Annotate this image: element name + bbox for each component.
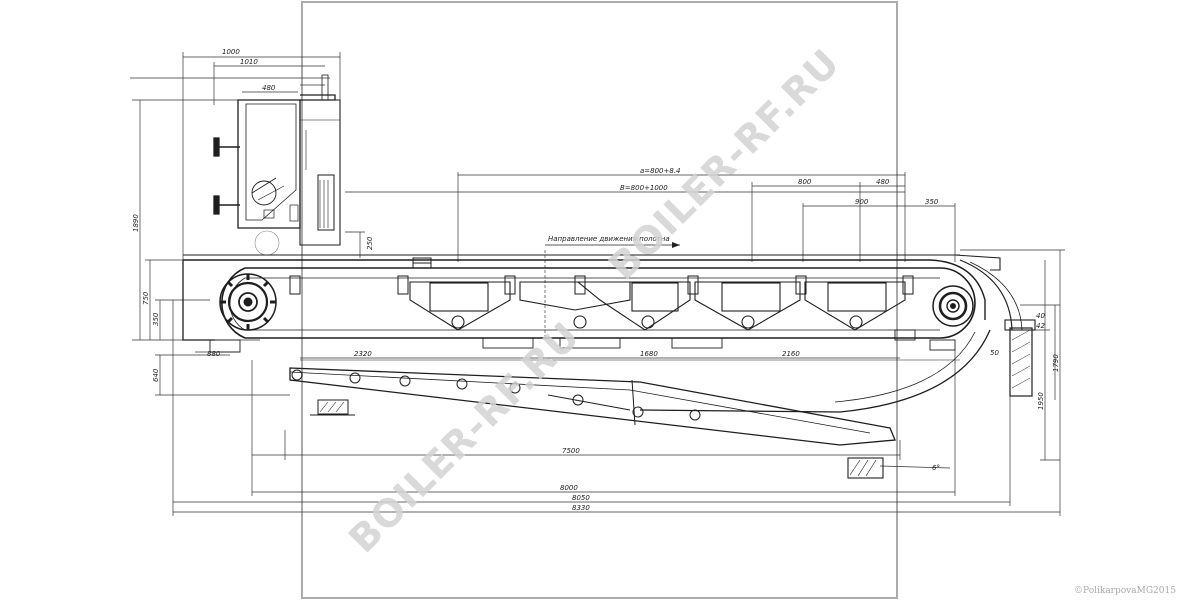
feed-hopper xyxy=(213,74,341,256)
dim-b800: B=800+1000 xyxy=(620,184,668,192)
dim-250: 250 xyxy=(366,236,374,250)
drive-sprocket xyxy=(219,273,277,331)
bottom-dimension-lines xyxy=(172,250,1061,516)
dim-900: 900 xyxy=(855,198,869,206)
dim-8330: 8330 xyxy=(572,504,590,512)
watermark-lower: BOILER-RF.RU xyxy=(340,313,588,561)
dim-1950: 1950 xyxy=(1037,392,1045,410)
lower-blocks xyxy=(209,250,956,353)
dim-42: 42 xyxy=(1036,322,1045,330)
watermarks: BOILER-RF.RU BOILER-RF.RU xyxy=(340,40,848,561)
right-dimension-lines xyxy=(960,249,1065,461)
dim-6deg: 6° xyxy=(932,464,940,472)
chain-links xyxy=(289,257,914,295)
direction-label: Направление движения полотна xyxy=(548,235,670,243)
watermark-upper: BOILER-RF.RU xyxy=(600,40,848,288)
copyright-text: ©PolikarpovaMG2015 xyxy=(1074,586,1176,596)
dim-800: 800 xyxy=(798,178,812,186)
ash-conveyor xyxy=(289,367,896,479)
dim-1010: 1010 xyxy=(240,58,258,66)
dim-1790: 1790 xyxy=(1052,354,1060,372)
dim-40: 40 xyxy=(1036,312,1045,320)
dim-2320: 2320 xyxy=(354,350,372,358)
crop-frame xyxy=(301,1,898,599)
dim-2160: 2160 xyxy=(782,350,800,358)
dim-350-left: 350 xyxy=(152,312,160,326)
dimension-labels: 1000 1010 480 a=800+8.4 B=800+1000 800 4… xyxy=(132,48,1060,512)
dim-750: 750 xyxy=(142,291,150,305)
dim-880: 880 xyxy=(207,350,221,358)
dim-480-top: 480 xyxy=(262,84,276,92)
dim-8050: 8050 xyxy=(572,494,590,502)
dim-350-right: 350 xyxy=(925,198,939,206)
top-dimension-lines xyxy=(182,52,956,262)
dim-640: 640 xyxy=(152,368,160,382)
direction-arrow xyxy=(545,242,680,248)
conveyor-frame xyxy=(182,254,1036,413)
air-zones xyxy=(409,281,906,331)
dim-1890: 1890 xyxy=(132,214,140,232)
dim-a800: a=800+8.4 xyxy=(640,167,681,175)
left-dimension-lines xyxy=(130,77,365,396)
dim-1680: 1680 xyxy=(640,350,658,358)
tail-roller xyxy=(932,285,974,327)
ash-pit xyxy=(1009,327,1033,397)
dim-7500: 7500 xyxy=(562,447,580,455)
dim-1000: 1000 xyxy=(222,48,240,56)
dim-8000: 8000 xyxy=(560,484,578,492)
dim-480-right: 480 xyxy=(876,178,890,186)
dim-50: 50 xyxy=(990,349,999,357)
